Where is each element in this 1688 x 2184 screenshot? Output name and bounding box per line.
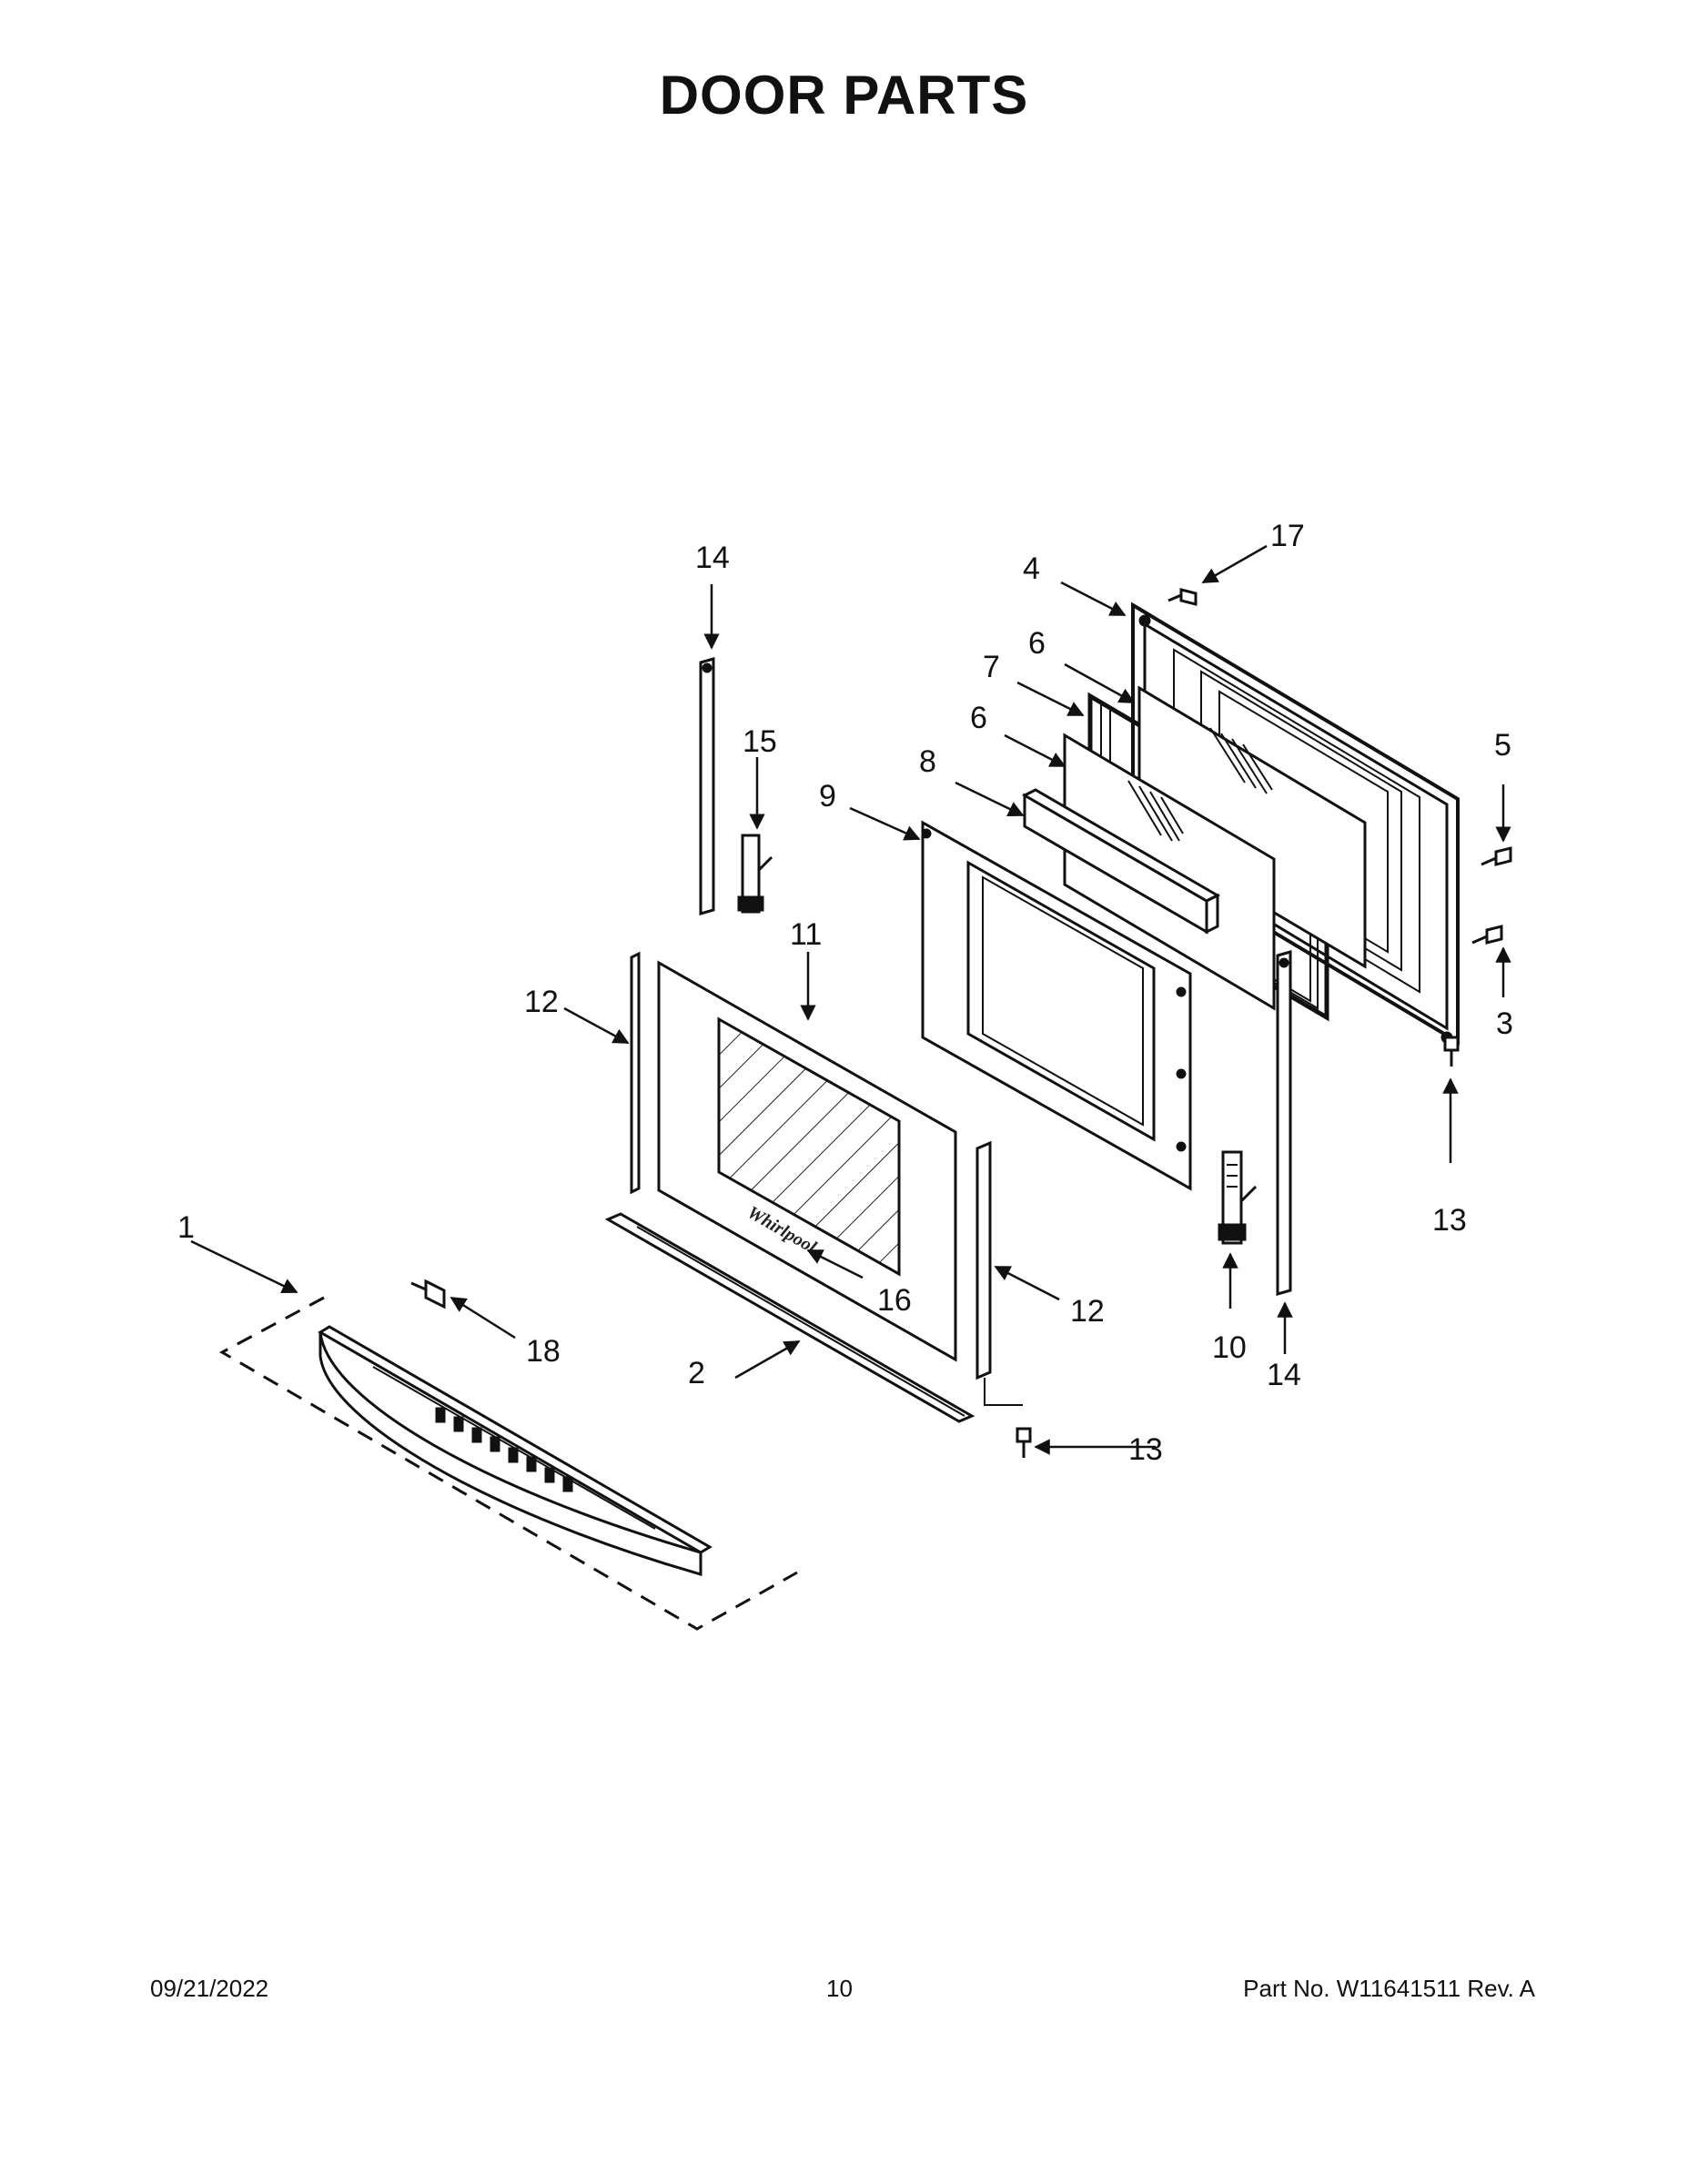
callout-3: 3 bbox=[1496, 1006, 1513, 1041]
callout-13-bottom: 13 bbox=[1128, 1432, 1163, 1467]
footer-page-number: 10 bbox=[826, 1975, 853, 2002]
callout-1: 1 bbox=[177, 1210, 195, 1245]
callout-16: 16 bbox=[877, 1283, 912, 1318]
callout-18: 18 bbox=[526, 1334, 561, 1369]
screw-13-right bbox=[1443, 1036, 1460, 1067]
callout-2: 2 bbox=[688, 1356, 705, 1390]
callout-9: 9 bbox=[819, 779, 836, 814]
outer-door-panel: Whirlpool bbox=[657, 960, 957, 1362]
footer-part-number: Part No. W11641511 Rev. A bbox=[1243, 1975, 1535, 2002]
bottom-door-trim bbox=[604, 1212, 975, 1423]
side-trim-left bbox=[630, 951, 641, 1195]
callout-5: 5 bbox=[1494, 728, 1511, 763]
callout-17: 17 bbox=[1270, 519, 1305, 553]
door-frame bbox=[921, 820, 1192, 1191]
screw-17 bbox=[1167, 588, 1198, 606]
callout-10: 10 bbox=[1212, 1330, 1247, 1365]
callout-4: 4 bbox=[1023, 551, 1040, 586]
side-trim-right bbox=[975, 1140, 992, 1380]
door-handle-assembly bbox=[218, 1296, 798, 1631]
screw-13-bottom bbox=[984, 1378, 1032, 1458]
callout-6-front: 6 bbox=[970, 701, 987, 735]
footer-date: 09/21/2022 bbox=[150, 1975, 269, 2002]
door-insulation bbox=[1021, 788, 1221, 935]
callout-15: 15 bbox=[743, 724, 777, 759]
screw-3 bbox=[1471, 925, 1503, 945]
screw-18 bbox=[410, 1279, 446, 1309]
hinge-right bbox=[1218, 1150, 1258, 1245]
callout-7: 7 bbox=[983, 650, 1000, 684]
callout-14-upper: 14 bbox=[695, 541, 730, 575]
callout-6-rear: 6 bbox=[1028, 626, 1046, 661]
hinge-left bbox=[737, 834, 773, 914]
callout-13-right: 13 bbox=[1432, 1203, 1467, 1238]
callout-12-right: 12 bbox=[1070, 1294, 1105, 1329]
page-title: DOOR PARTS bbox=[659, 65, 1029, 126]
callout-numbers: 1 2 3 4 5 6 6 7 8 9 10 11 12 12 13 13 14… bbox=[177, 519, 1513, 1467]
callout-arrows bbox=[190, 544, 1511, 1455]
hinge-channel-right bbox=[1276, 950, 1292, 1296]
callout-14-lower: 14 bbox=[1267, 1358, 1301, 1392]
callout-11: 11 bbox=[790, 917, 822, 952]
screw-5 bbox=[1481, 846, 1512, 866]
callout-8: 8 bbox=[919, 744, 936, 779]
callout-12-left: 12 bbox=[524, 985, 559, 1019]
hinge-channel-left bbox=[699, 657, 715, 915]
